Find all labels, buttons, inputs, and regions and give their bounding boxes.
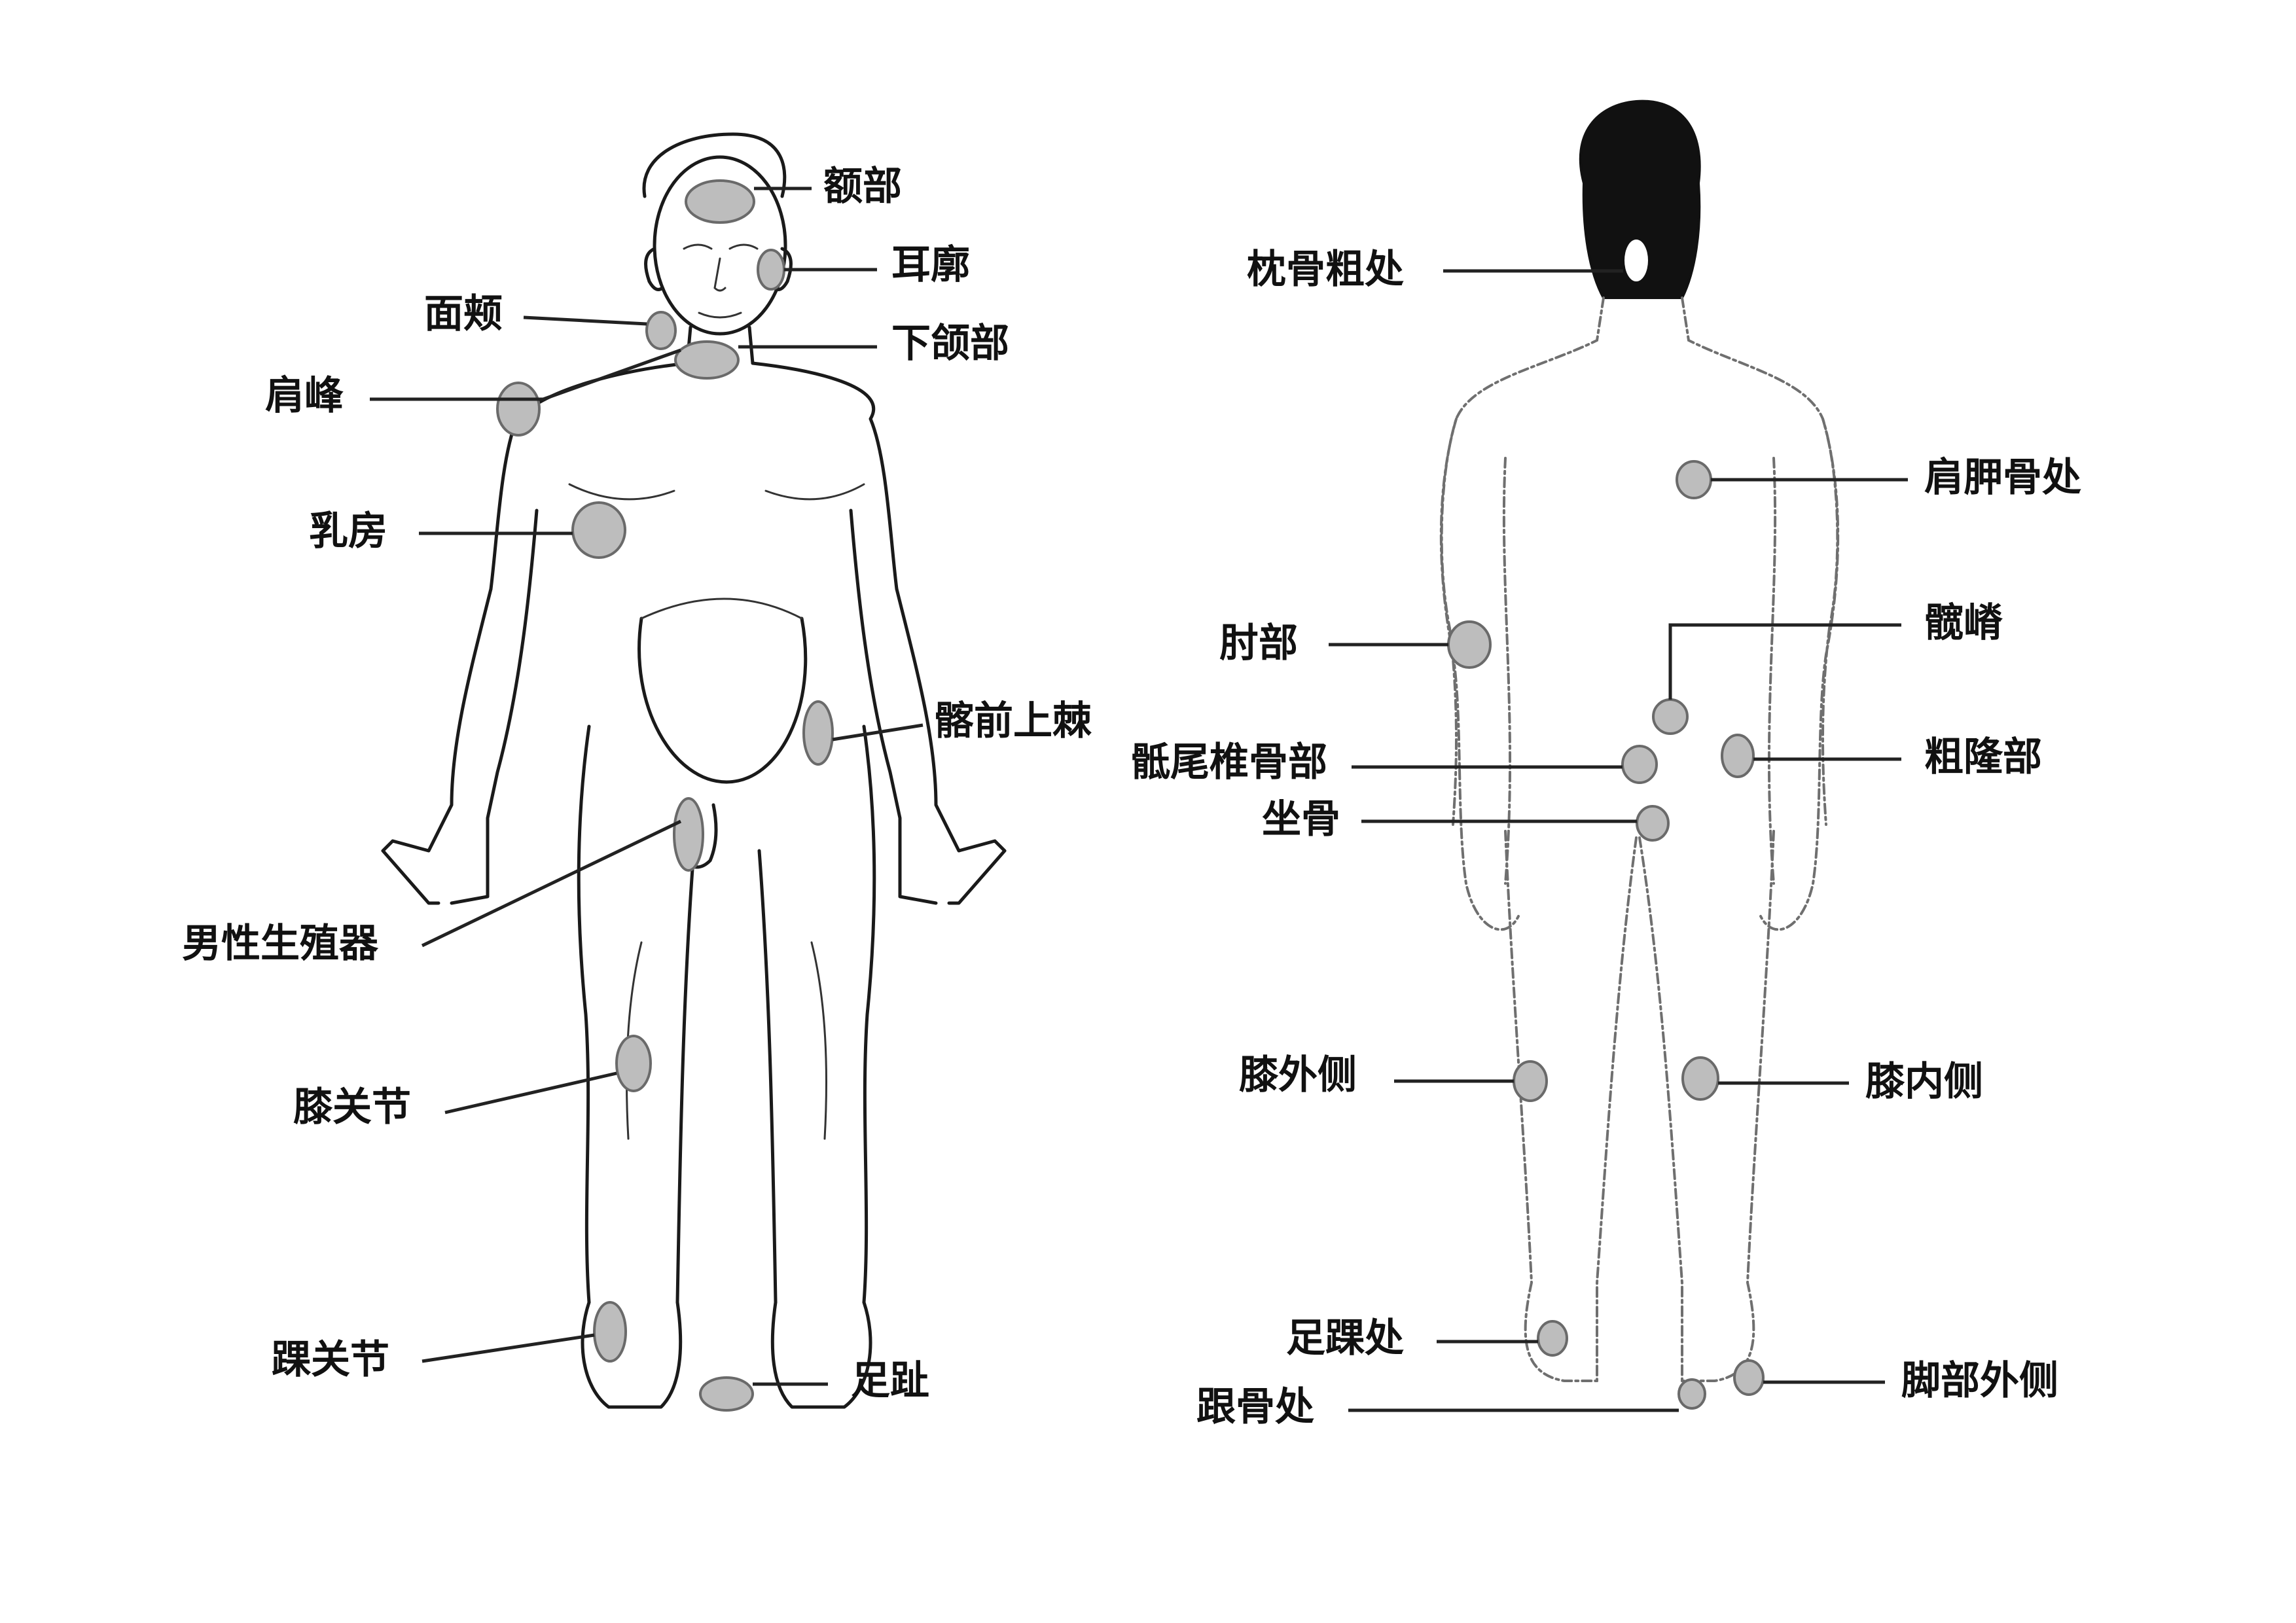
genitals-label: 男性生殖器 [182, 921, 379, 967]
trochanter-label: 粗隆部 [1924, 734, 2042, 780]
back-body-figure [1439, 99, 1840, 1382]
elbow-spot [1447, 620, 1492, 669]
trochanter-spot [1721, 734, 1755, 778]
shoulder-leader [370, 348, 681, 401]
knee-inner-spot [1681, 1056, 1719, 1101]
knee-label: 膝关节 [293, 1084, 411, 1130]
foot-outer-label: 脚部外侧 [1901, 1358, 2058, 1404]
shoulder-spot [496, 382, 541, 437]
heel-label: 跟骨处 [1196, 1384, 1314, 1430]
sacrum-spot [1621, 745, 1658, 784]
scapula-label: 肩胛骨处 [1924, 455, 2081, 501]
knee-outer-spot [1513, 1060, 1548, 1102]
foot-outer-spot [1733, 1359, 1765, 1396]
toes-label: 足趾 [851, 1358, 929, 1404]
iliac-spine-spot [802, 700, 834, 766]
genitals-leader [421, 819, 682, 948]
heel-spot [1677, 1378, 1706, 1410]
shoulder-label: 肩峰 [265, 373, 344, 419]
knee-spot [615, 1035, 652, 1092]
cheek-label: 面颊 [424, 291, 503, 337]
ear-label: 耳廓 [891, 242, 970, 288]
knee-leader [444, 1071, 617, 1115]
ischium-label: 坐骨 [1262, 796, 1340, 842]
iliac-spine-label: 髂前上棘 [935, 698, 1092, 744]
ear-spot [757, 249, 785, 291]
ankle-label: 踝关节 [272, 1337, 389, 1383]
iliac-crest-label: 髋嵴 [1924, 600, 2003, 646]
ankle-back-label: 足踝处 [1286, 1315, 1404, 1361]
genitals-spot [673, 797, 704, 872]
iliac-crest-spot [1652, 698, 1689, 735]
forehead-spot [685, 179, 755, 224]
elbow-label: 肘部 [1219, 620, 1298, 666]
jaw-spot [674, 340, 740, 380]
cheek-spot [645, 311, 677, 350]
knee-outer-label: 膝外侧 [1239, 1052, 1357, 1098]
iliac-crest-leader [1668, 623, 1901, 700]
back-hair-shape [1579, 99, 1701, 299]
ankle-back-spot [1537, 1320, 1568, 1357]
iliac-spine-leader [832, 723, 924, 741]
breast-spot [571, 501, 626, 559]
forehead-label: 额部 [823, 164, 902, 209]
occiput-label: 枕骨粗处 [1247, 247, 1404, 293]
sacrum-label: 骶尾椎骨部 [1131, 740, 1327, 785]
ischium-spot [1636, 805, 1670, 842]
ankle-leader [422, 1333, 595, 1363]
breast-label: 乳房 [309, 508, 387, 554]
jaw-label: 下颌部 [891, 321, 1009, 366]
knee-inner-label: 膝内侧 [1865, 1059, 1983, 1105]
cheek-leader [523, 315, 647, 326]
scapula-spot [1676, 460, 1712, 499]
toes-spot [699, 1376, 754, 1412]
ankle-spot [593, 1301, 627, 1363]
